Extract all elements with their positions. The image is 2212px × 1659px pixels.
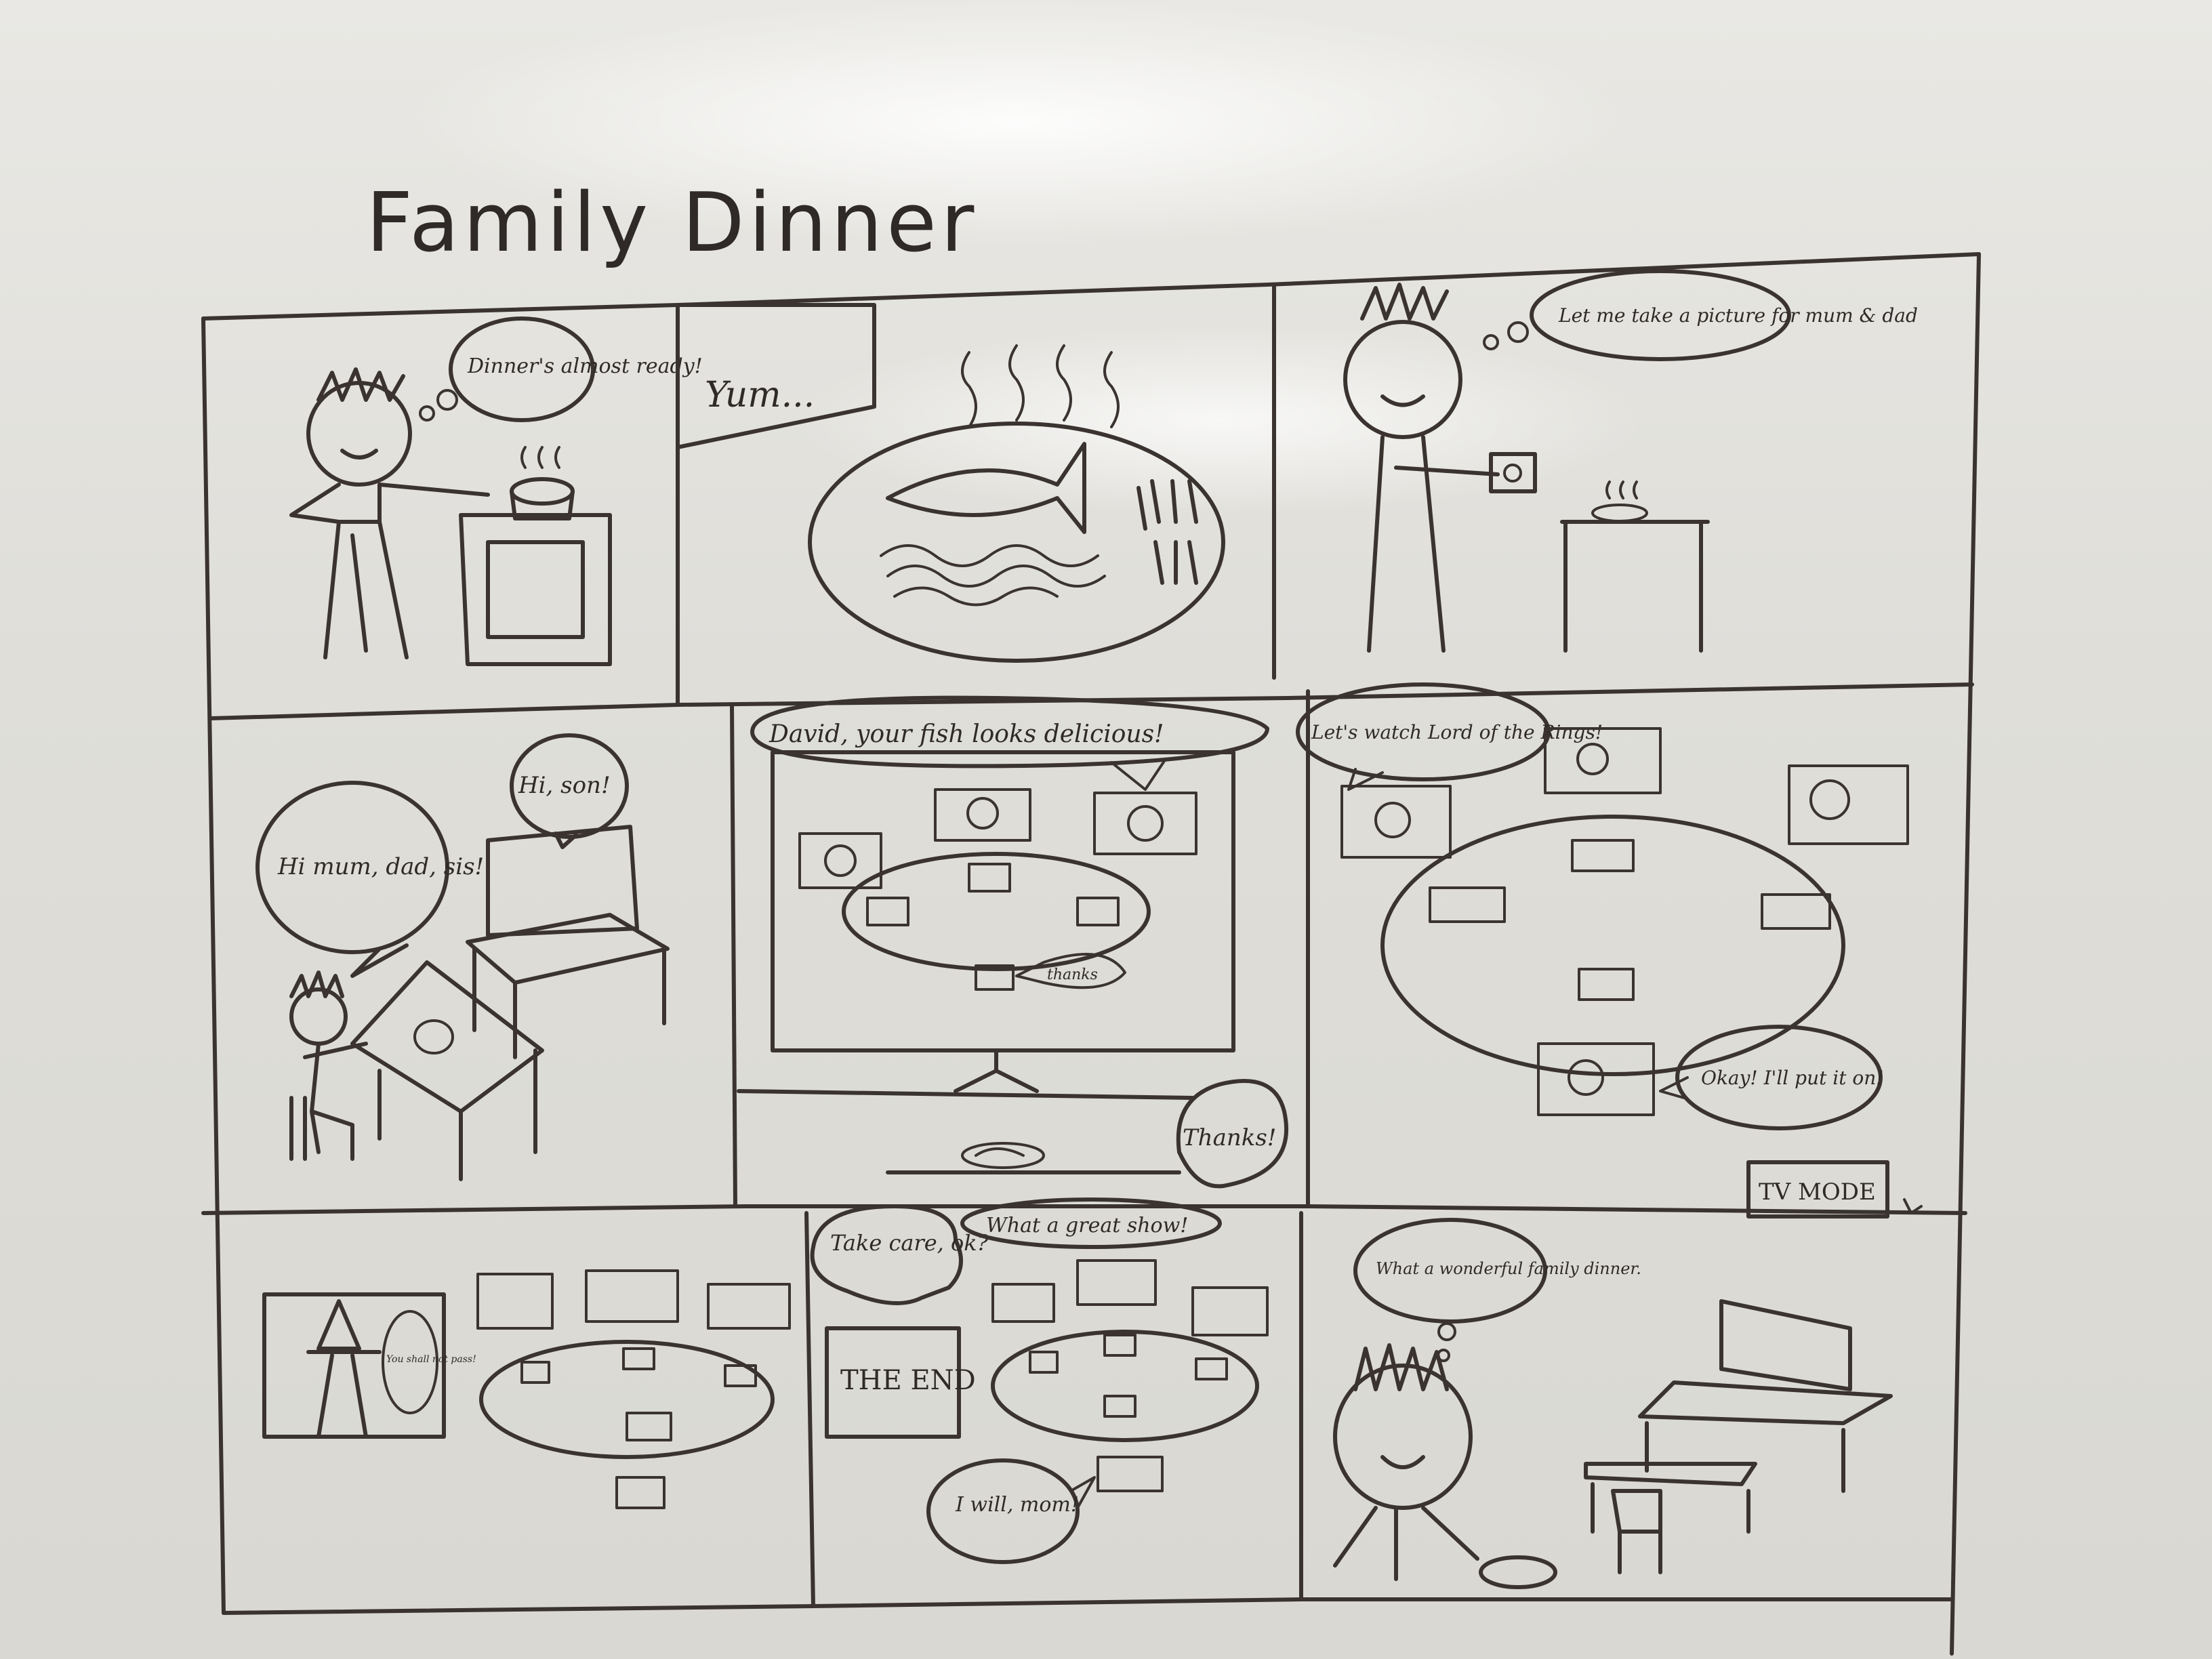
end-card — [825, 1326, 961, 1439]
avatar — [615, 1476, 665, 1509]
table-icon — [1584, 1462, 1757, 1534]
panel-6: Let's watch Lord of the Rings! Okay! I'l… — [1296, 682, 1923, 1218]
panel-9-thought: What a wonderful family dinner. — [1376, 1259, 1641, 1278]
panel-5-reply: Thanks! — [1183, 1124, 1276, 1151]
plate-icon — [1479, 1555, 1557, 1589]
face-icon — [1333, 1364, 1473, 1510]
panel-grid — [201, 252, 1981, 1656]
face-icon — [306, 381, 412, 487]
tv-mode-button[interactable] — [1746, 1160, 1889, 1218]
spiky-hair-icon — [289, 970, 344, 998]
spiky-hair-icon — [1353, 1343, 1449, 1391]
panel-7: You shall not pass! — [262, 1269, 791, 1509]
panel-5: David, your fish looks delicious! thanks… — [737, 695, 1289, 1189]
avatar — [1537, 1042, 1655, 1116]
vegetables-icon — [1136, 479, 1198, 585]
speech-bubble — [926, 1458, 1080, 1564]
tv-icon — [1719, 1299, 1852, 1391]
noodles-icon — [880, 544, 1106, 607]
screen-stand-icon — [954, 1048, 1039, 1093]
panel-6-bubble-reply: Okay! I'll put it on! — [1701, 1067, 1884, 1089]
chair-icon — [1611, 1489, 1662, 1574]
panel-9: What a wonderful family dinner. — [1333, 1218, 1893, 1589]
steam-icon — [961, 344, 1120, 428]
table-icon — [466, 913, 670, 1059]
avatar — [798, 832, 882, 889]
speech-bubble — [449, 316, 595, 422]
panel-8-reply: I will, mom! — [955, 1493, 1079, 1517]
avatar — [1076, 1259, 1157, 1306]
end-card-text: THE END — [840, 1365, 976, 1396]
face-icon — [1343, 320, 1462, 439]
avatar — [585, 1269, 679, 1323]
dinner-table-icon — [1380, 815, 1845, 1076]
stove-icon — [459, 513, 612, 666]
panel-3: Let me take a picture for mum & dad — [1343, 269, 1918, 653]
speech-bubble — [1675, 1025, 1883, 1130]
avatar — [476, 1273, 554, 1330]
table-icon — [350, 960, 544, 1181]
tv-mode-button-label: TV MODE — [1759, 1179, 1876, 1206]
avatar — [1788, 764, 1909, 845]
avatar — [1093, 792, 1197, 855]
avatar — [991, 1283, 1055, 1323]
storyboard-title: Family Dinner — [366, 176, 978, 270]
speech-bubble — [255, 781, 449, 954]
speech-bubble — [510, 733, 629, 839]
chair-icon — [289, 1096, 307, 1161]
wizard-icon — [306, 1299, 382, 1439]
tv-screen — [262, 1292, 446, 1439]
dinner-table-icon — [991, 1330, 1259, 1442]
speech-bubble — [1176, 1079, 1289, 1189]
speech-bubble — [810, 1204, 963, 1305]
panel-8-bubble-top: What a great show! — [986, 1214, 1188, 1237]
panel-4: Hi mum, dad, sis! Hi, son! — [255, 733, 670, 1181]
table-icon — [1638, 1380, 1893, 1493]
panel-2: Yum... — [676, 303, 1225, 663]
panel-4-bubble-right-text: Hi, son! — [518, 772, 611, 799]
panel-5-small-reply: thanks — [1047, 966, 1098, 983]
table-icon — [737, 1089, 1195, 1174]
speech-bubble — [960, 1197, 1222, 1249]
avatar — [1191, 1286, 1269, 1336]
video-screen — [771, 750, 1235, 1052]
spiky-hair-icon — [1360, 283, 1449, 321]
fish-icon — [886, 442, 1086, 534]
speech-bubble — [750, 695, 1269, 769]
panel-7-bubble-text: You shall not pass! — [386, 1354, 476, 1365]
speech-bubble — [382, 1310, 438, 1414]
avatar — [707, 1283, 791, 1330]
dinner-table-icon — [479, 1340, 775, 1459]
panel-8: Take care, ok? What a great show! THE EN… — [810, 1197, 1269, 1564]
camera-icon — [1489, 452, 1537, 493]
panel-6-bubble-top: Let's watch Lord of the Rings! — [1311, 721, 1603, 743]
panel-1: Dinner's almost ready! — [289, 316, 703, 666]
pot-icon — [510, 477, 575, 506]
dinner-table-icon — [842, 852, 1151, 971]
panel-2-caption: Yum... — [705, 375, 815, 415]
panel-1-bubble-text: Dinner's almost ready! — [467, 354, 703, 378]
speech-bubble — [1296, 682, 1551, 781]
cursor-icon — [1903, 1198, 1923, 1214]
panel-4-bubble-left-text: Hi mum, dad, sis! — [277, 853, 484, 880]
panel-5-speech-text: David, your fish looks delicious! — [769, 720, 1164, 748]
panel-3-bubble-text: Let me take a picture for mum & dad — [1558, 304, 1918, 327]
avatar — [934, 788, 1031, 842]
avatar — [1544, 727, 1662, 794]
table-icon — [1560, 520, 1710, 653]
thought-bubble — [1353, 1218, 1547, 1324]
thought-bubble — [1530, 269, 1791, 361]
avatar — [1097, 1456, 1164, 1492]
avatar — [1340, 785, 1452, 859]
screen-icon — [486, 825, 639, 937]
panel-8-bubble-left: Take care, ok? — [830, 1230, 989, 1256]
plate-icon — [808, 422, 1225, 663]
